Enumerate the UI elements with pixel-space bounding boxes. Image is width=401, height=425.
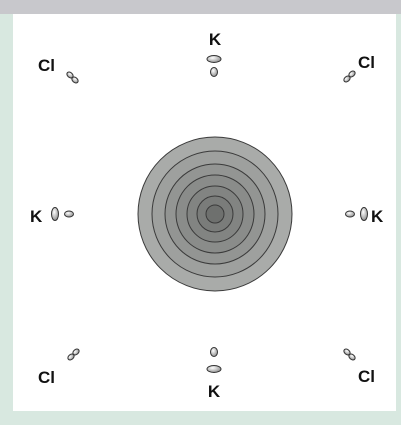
orbital-lobe-icon: [211, 348, 218, 357]
cl-top-right-group: Cl: [343, 53, 375, 83]
k-bottom-group: K: [207, 348, 221, 402]
k-top-group: K: [207, 30, 222, 77]
k-left-label: K: [30, 207, 43, 226]
k-top-label: K: [209, 30, 222, 49]
k-right-label: K: [371, 207, 384, 226]
cl-top-right-label: Cl: [358, 53, 375, 72]
orbital-lobe-icon: [207, 366, 221, 373]
orbital-lobe-icon: [207, 56, 221, 63]
cl-top-left-group: Cl: [38, 56, 79, 84]
k-left-group: K: [30, 207, 74, 226]
orbital-lobe-icon: [52, 208, 59, 221]
cl-bottom-right-group: Cl: [343, 348, 375, 386]
orbital-lobe-icon: [361, 208, 368, 221]
orbital-lobe-icon: [346, 211, 355, 217]
orbital-lobe-icon: [211, 68, 218, 77]
central-field: [138, 137, 292, 291]
k-bottom-label: K: [208, 382, 221, 401]
cl-bottom-left-group: Cl: [38, 348, 80, 387]
cl-bottom-right-label: Cl: [358, 367, 375, 386]
k-right-group: K: [346, 207, 385, 226]
cl-bottom-left-label: Cl: [38, 368, 55, 387]
cl-top-left-label: Cl: [38, 56, 55, 75]
orbital-lobe-icon: [65, 211, 74, 217]
